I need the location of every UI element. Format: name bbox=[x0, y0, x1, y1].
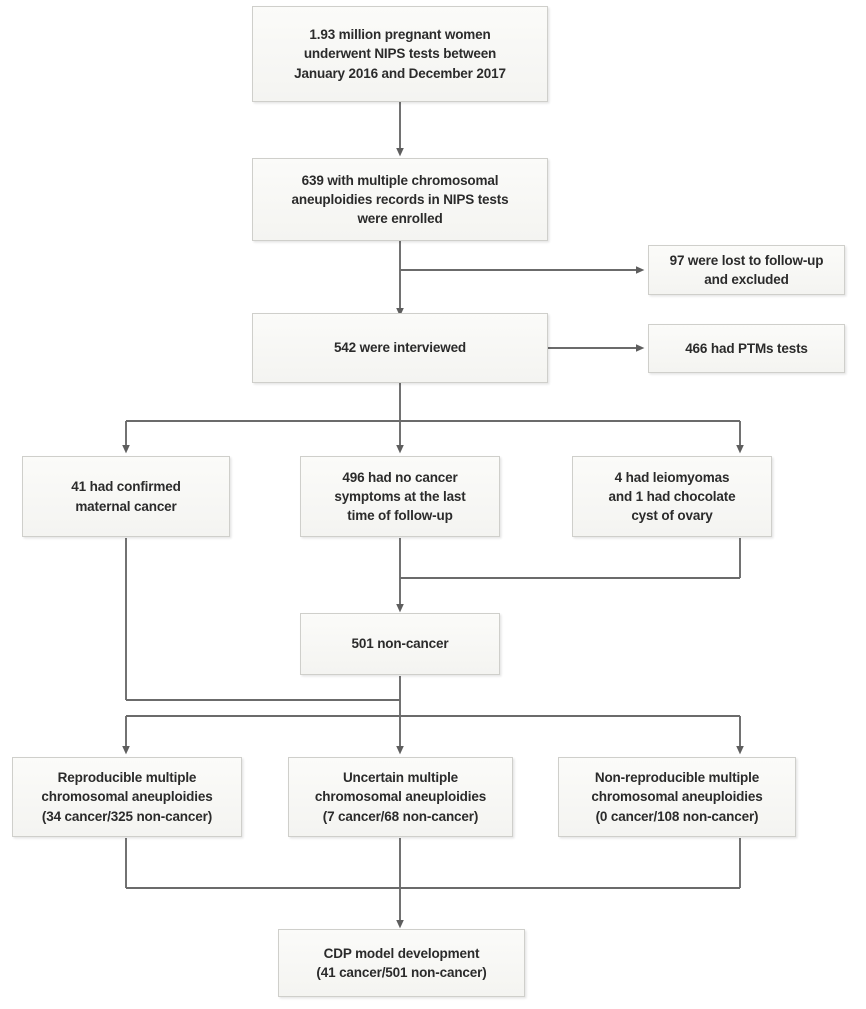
node-ptms-tests-label: 466 had PTMs tests bbox=[685, 340, 808, 356]
node-uncertain-mca-label: Uncertain multiple chromosomal aneuploid… bbox=[314, 770, 487, 824]
node-reproducible-mca[interactable]: Reproducible multiple chromosomal aneupl… bbox=[12, 757, 242, 837]
node-non-reproducible-mca-label: Non-reproducible multiple chromosomal an… bbox=[591, 770, 763, 824]
node-non-cancer-label: 501 non-cancer bbox=[351, 636, 449, 652]
node-lost-followup[interactable]: 97 were lost to follow-up and excluded bbox=[648, 245, 845, 295]
node-cohort[interactable]: 1.93 million pregnant women underwent NI… bbox=[252, 6, 548, 102]
node-cohort-label: 1.93 million pregnant women underwent NI… bbox=[294, 27, 506, 81]
node-no-cancer-symptoms[interactable]: 496 had no cancer symptoms at the last t… bbox=[300, 456, 500, 537]
node-non-cancer[interactable]: 501 non-cancer bbox=[300, 613, 500, 675]
node-interviewed[interactable]: 542 were interviewed bbox=[252, 313, 548, 383]
node-reproducible-mca-label: Reproducible multiple chromosomal aneupl… bbox=[41, 770, 213, 824]
node-non-reproducible-mca[interactable]: Non-reproducible multiple chromosomal an… bbox=[558, 757, 796, 837]
node-confirmed-maternal-cancer-label: 41 had confirmed maternal cancer bbox=[71, 479, 181, 514]
node-no-cancer-symptoms-label: 496 had no cancer symptoms at the last t… bbox=[334, 469, 466, 524]
node-uncertain-mca[interactable]: Uncertain multiple chromosomal aneuploid… bbox=[288, 757, 513, 837]
node-enrolled[interactable]: 639 with multiple chromosomal aneuploidi… bbox=[252, 158, 548, 241]
node-lost-followup-label: 97 were lost to follow-up and excluded bbox=[669, 252, 824, 287]
node-ptms-tests[interactable]: 466 had PTMs tests bbox=[648, 324, 845, 373]
node-confirmed-maternal-cancer[interactable]: 41 had confirmed maternal cancer bbox=[22, 456, 230, 537]
node-leiomyomas-chocolate-cyst-label: 4 had leiomyomas and 1 had chocolate cys… bbox=[608, 469, 736, 524]
node-leiomyomas-chocolate-cyst[interactable]: 4 had leiomyomas and 1 had chocolate cys… bbox=[572, 456, 772, 537]
node-enrolled-label: 639 with multiple chromosomal aneuploidi… bbox=[291, 172, 509, 227]
node-cdp-model-development-label: CDP model development (41 cancer/501 non… bbox=[316, 945, 487, 980]
node-cdp-model-development[interactable]: CDP model development (41 cancer/501 non… bbox=[278, 929, 525, 997]
node-interviewed-label: 542 were interviewed bbox=[333, 340, 467, 356]
